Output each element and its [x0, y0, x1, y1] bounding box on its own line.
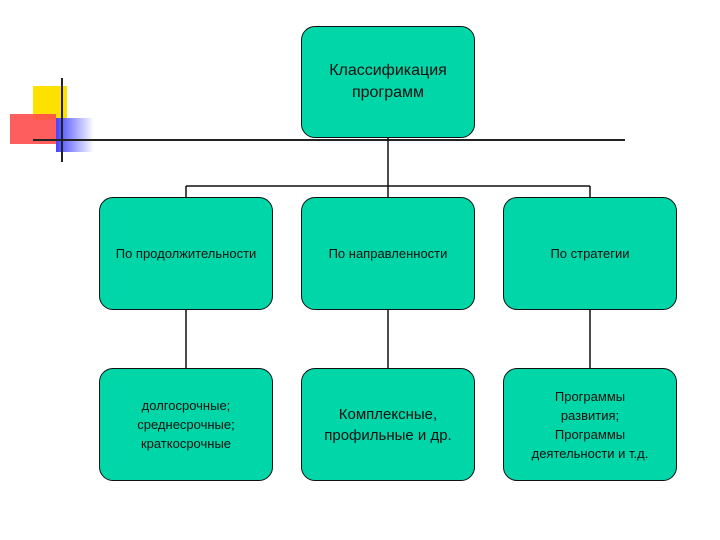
root-node: Классификация программ: [301, 26, 475, 138]
category-node-direction: По направленности: [301, 197, 475, 310]
detail-node-text: Программы развития; Программы деятельнос…: [532, 387, 649, 463]
detail-node-duration: долгосрочные; среднесрочные; краткосрочн…: [99, 368, 273, 481]
detail-node-text: Комплексные, профильные и др.: [324, 404, 451, 446]
detail-node-text: долгосрочные; среднесрочные; краткосрочн…: [137, 396, 234, 453]
category-node-label: По стратегии: [550, 246, 629, 261]
category-node-duration: По продолжительности: [99, 197, 273, 310]
root-node-label: Классификация программ: [329, 60, 447, 104]
detail-node-strategy: Программы развития; Программы деятельнос…: [503, 368, 677, 481]
category-node-label: По направленности: [329, 246, 448, 261]
category-node-label: По продолжительности: [116, 246, 257, 261]
detail-node-direction: Комплексные, профильные и др.: [301, 368, 475, 481]
category-node-strategy: По стратегии: [503, 197, 677, 310]
